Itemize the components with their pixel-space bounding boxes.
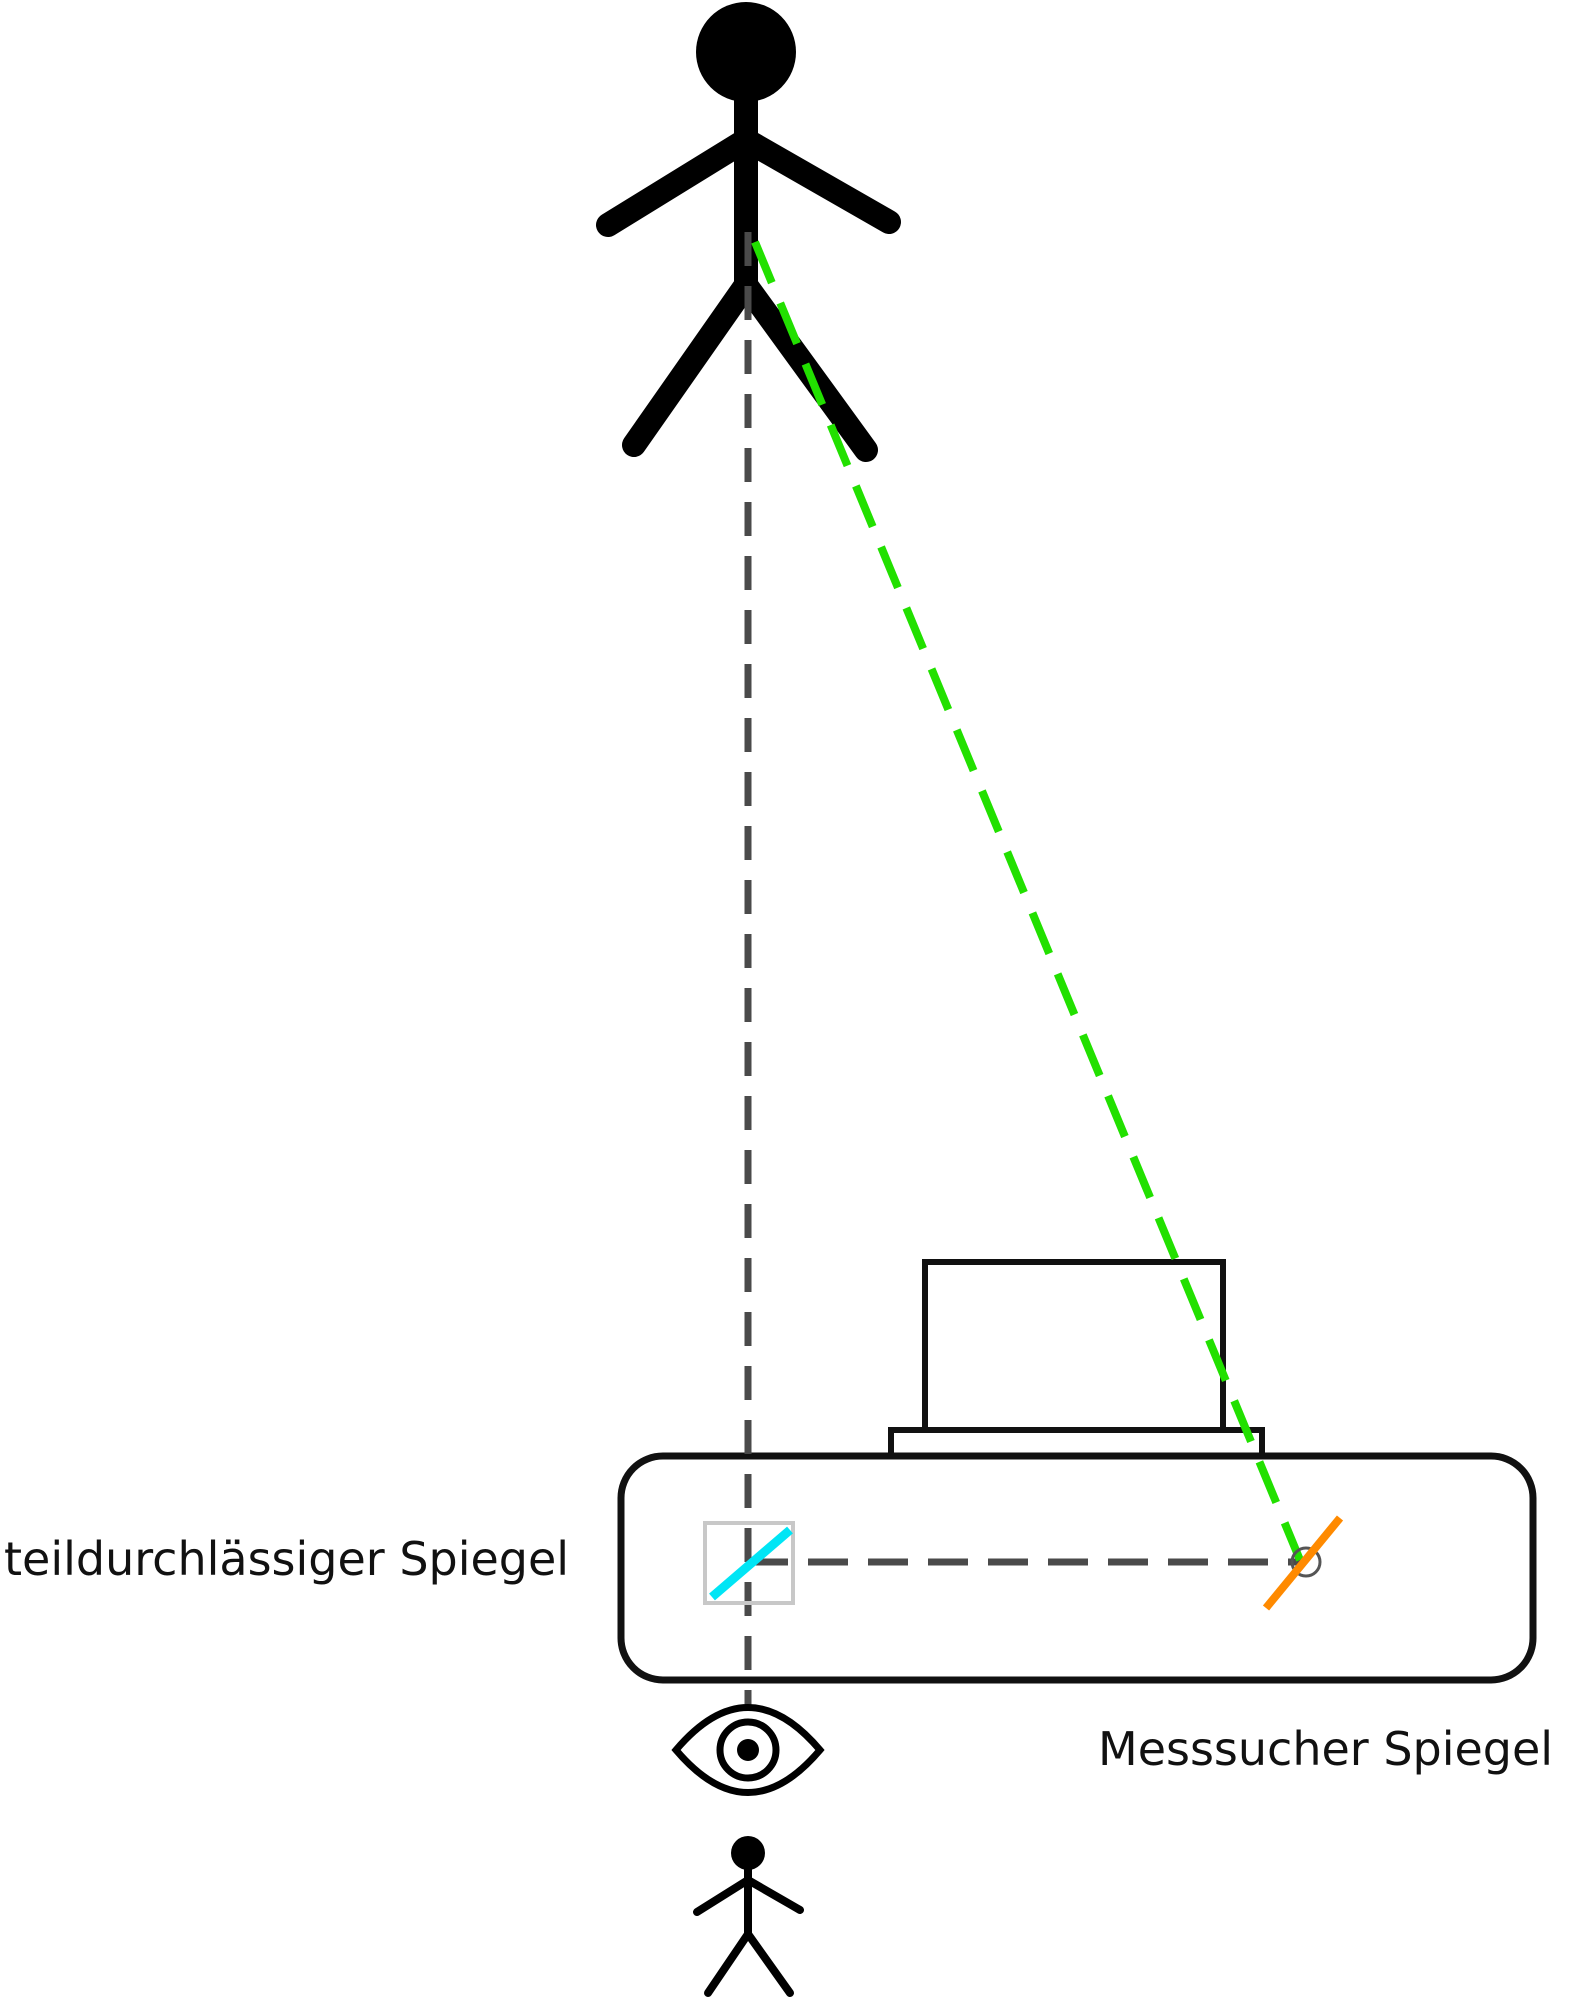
- subject-head: [696, 2, 796, 102]
- subject-arm-left: [596, 128, 758, 237]
- observer-arm-right: [744, 1876, 804, 1914]
- observer-stick-figure-icon: [693, 1836, 804, 1997]
- half-mirror-frame: [703, 1521, 795, 1605]
- rangefinder-ray: [751, 240, 1304, 1562]
- rangefinder-mirror-label: Messsucher Spiegel: [1098, 1722, 1554, 1776]
- observer-leg-right: [744, 1930, 794, 1997]
- observer-head: [731, 1836, 765, 1870]
- camera-body: [617, 1452, 1537, 1684]
- observer-arm-left: [693, 1876, 752, 1916]
- subject-arm-right: [734, 128, 901, 234]
- observer-leg-left: [704, 1930, 752, 1997]
- eye-iris: [716, 1718, 780, 1782]
- half-mirror-glass: [709, 1526, 793, 1601]
- camera-top-plate: [888, 1427, 1265, 1459]
- subject-leg-left: [622, 273, 758, 457]
- rangefinder-mirror-glass: [1262, 1515, 1344, 1611]
- half-mirror: [703, 1521, 795, 1605]
- rangefinder-mirror-pivot: [1290, 1546, 1322, 1578]
- eye-icon: [671, 1704, 825, 1796]
- rangefinder-mirror: [1262, 1515, 1344, 1611]
- camera: [617, 1259, 1537, 1684]
- subject-stick-figure-icon: [596, 2, 901, 462]
- half-mirror-label: teildurchlässiger Spiegel: [4, 1532, 570, 1586]
- camera-top-box: [922, 1259, 1226, 1433]
- eye-pupil: [737, 1739, 759, 1761]
